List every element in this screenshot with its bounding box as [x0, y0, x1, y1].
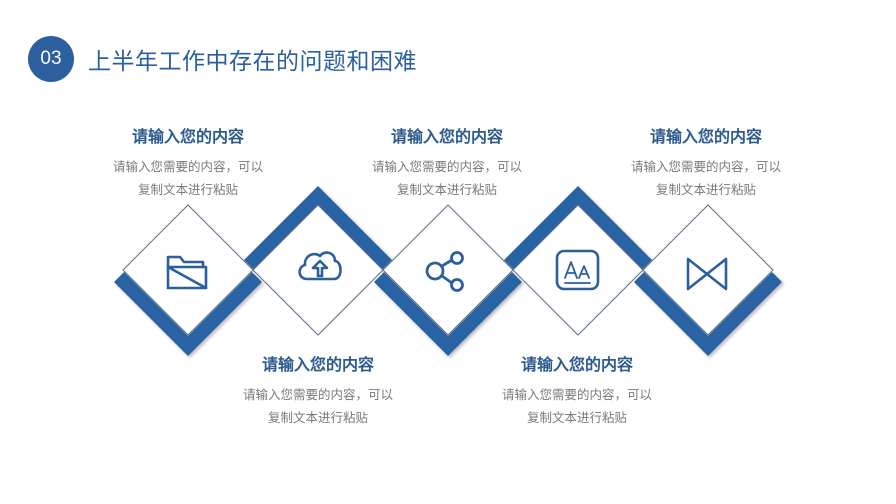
- section-number-badge: 03: [28, 36, 74, 82]
- page-title: 上半年工作中存在的问题和困难: [88, 49, 417, 75]
- text-block-3: 请输入您的内容 请输入您需要的内容，可以 复制文本进行粘贴: [337, 127, 557, 201]
- share-icon: [425, 251, 464, 292]
- block-desc-line1: 请输入您需要的内容，可以: [242, 387, 393, 402]
- accent-chevron-1: [114, 272, 262, 356]
- block-desc-line2: 复制文本进行粘贴: [526, 410, 627, 425]
- text-block-2: 请输入您的内容 请输入您需要的内容，可以 复制文本进行粘贴: [208, 355, 428, 429]
- accent-chevron-3: [374, 272, 522, 356]
- text-block-5: 请输入您的内容 请输入您需要的内容，可以 复制文本进行粘贴: [596, 127, 816, 201]
- bowtie-icon: [686, 257, 728, 291]
- text-block-4: 请输入您的内容 请输入您需要的内容，可以 复制文本进行粘贴: [467, 355, 687, 429]
- folder-icon: [166, 255, 208, 290]
- block-heading: 请输入您的内容: [131, 127, 244, 146]
- block-desc-line1: 请输入您需要的内容，可以: [371, 159, 522, 174]
- font-aa-icon: [555, 249, 600, 291]
- block-heading: 请输入您的内容: [261, 355, 374, 374]
- text-block-1: 请输入您的内容 请输入您需要的内容，可以 复制文本进行粘贴: [78, 127, 298, 201]
- block-desc-line2: 复制文本进行粘贴: [137, 182, 238, 197]
- diamond-1: [122, 204, 254, 336]
- accent-chevron-2: [244, 186, 392, 270]
- accent-chevron-4: [504, 186, 652, 270]
- block-desc-line2: 复制文本进行粘贴: [655, 182, 756, 197]
- section-header: 03 上半年工作中存在的问题和困难: [28, 36, 417, 82]
- block-desc-line1: 请输入您需要的内容，可以: [112, 159, 263, 174]
- block-desc-line1: 请输入您需要的内容，可以: [630, 159, 781, 174]
- block-heading: 请输入您的内容: [649, 127, 762, 146]
- block-desc-line2: 复制文本进行粘贴: [267, 410, 368, 425]
- diamond-5: [642, 204, 774, 336]
- diamond-3: [382, 204, 514, 336]
- block-desc-line2: 复制文本进行粘贴: [396, 182, 497, 197]
- block-desc-line1: 请输入您需要的内容，可以: [501, 387, 652, 402]
- accent-chevron-5: [634, 272, 782, 356]
- block-heading: 请输入您的内容: [520, 355, 633, 374]
- diamond-4: [512, 204, 644, 336]
- block-heading: 请输入您的内容: [390, 127, 503, 146]
- cloud-upload-icon: [298, 251, 342, 281]
